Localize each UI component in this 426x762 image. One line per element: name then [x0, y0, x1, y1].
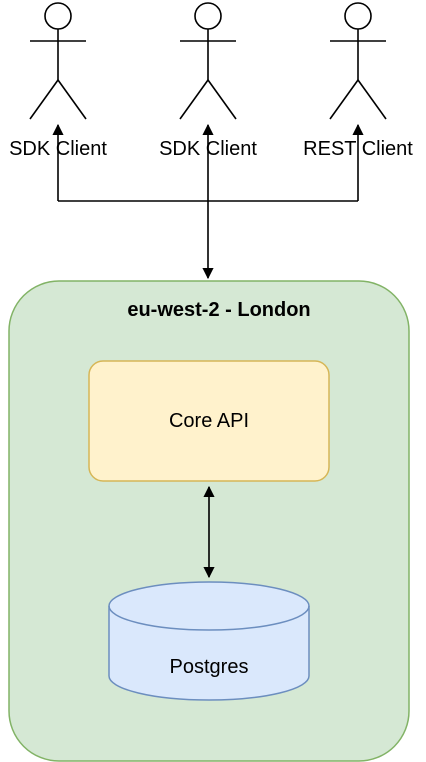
database-icon: [108, 581, 310, 701]
core-api-box[interactable]: Core API: [88, 360, 330, 482]
database-label: Postgres: [170, 656, 249, 678]
postgres-database[interactable]: Postgres: [108, 581, 310, 701]
client-connectors: [52, 123, 364, 280]
person-icon: [179, 2, 237, 120]
person-icon: [329, 2, 387, 120]
core-api-label: Core API: [169, 410, 249, 432]
person-icon: [29, 2, 87, 120]
region-title: eu-west-2 - London: [127, 299, 310, 321]
actor-sdk-client-2[interactable]: SDK Client: [159, 2, 257, 160]
